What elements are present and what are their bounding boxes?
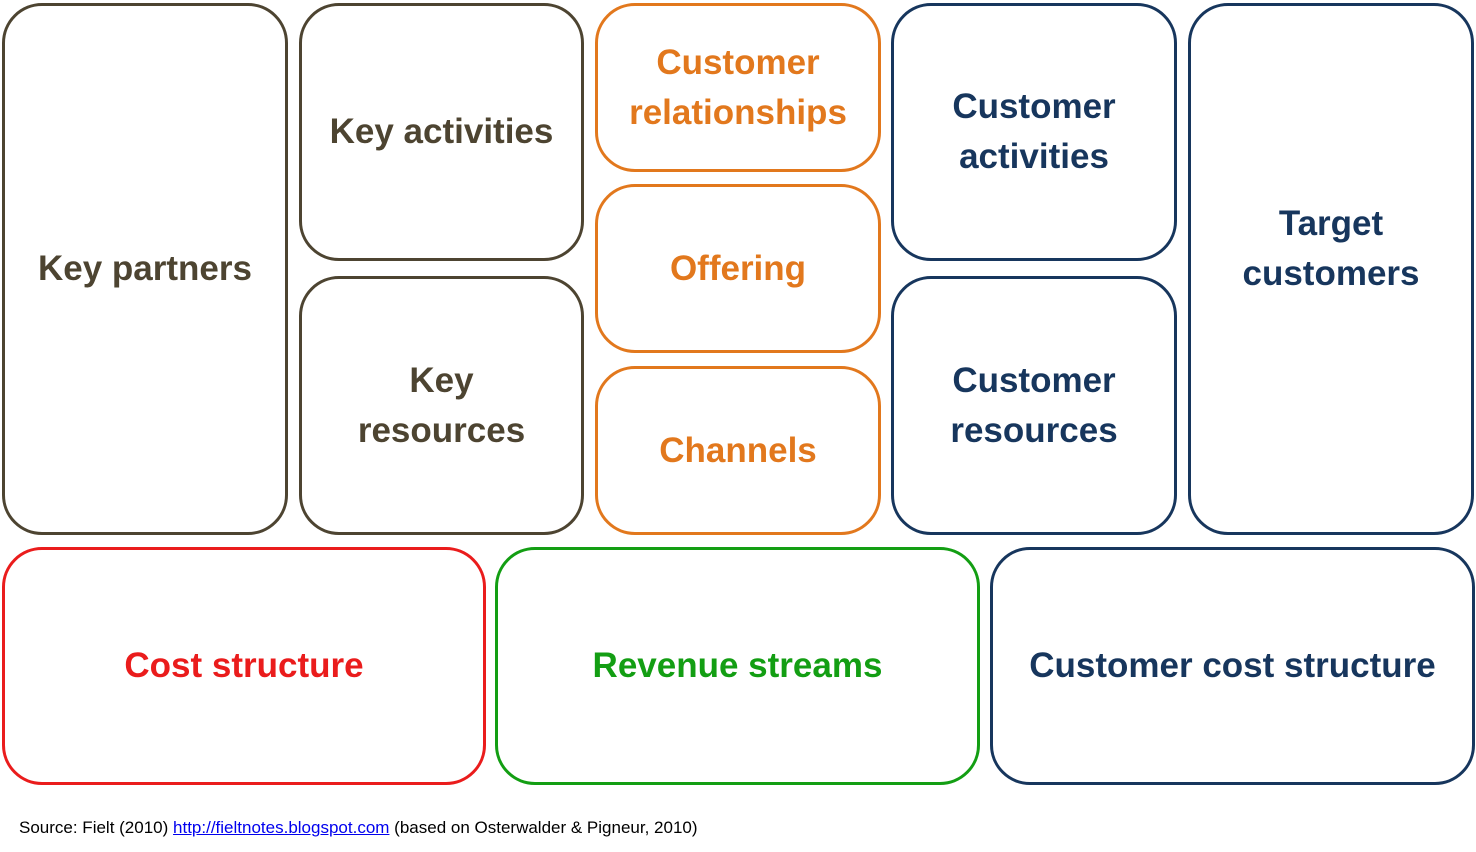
target-customers-label: Target customers [1242,204,1420,293]
source-prefix: Source: Fielt (2010) [19,818,169,837]
offering-label: Offering [669,248,807,288]
key-partners-block: Key partners [2,3,288,535]
key-partners-label: Key partners [38,249,252,288]
customer-relationships-label: Customer relationships [629,42,847,132]
source-suffix: (based on Osterwalder & Pigneur, 2010) [394,818,698,837]
source-footer: Source: Fielt (2010) http://fieltnotes.b… [19,818,698,838]
customer-cost-structure-label: Customer cost structure [1029,646,1436,685]
customer-relationships-block: Customer relationships [595,3,881,172]
channels-block: Channels [595,366,881,535]
cost-structure-block: Cost structure [2,547,486,785]
target-customers-block: Target customers [1188,3,1474,535]
key-resources-label: Key resources [357,360,526,450]
cost-structure-label: Cost structure [124,646,364,685]
customer-activities-block: Customer activities [891,3,1177,261]
source-link[interactable]: http://fieltnotes.blogspot.com [173,818,390,837]
customer-activities-label: Customer activities [952,87,1116,176]
customer-resources-block: Customer resources [891,276,1177,535]
revenue-streams-label: Revenue streams [592,646,883,685]
offering-block: Offering [595,184,881,353]
channels-label: Channels [659,430,817,470]
key-resources-block: Key resources [299,276,584,535]
key-activities-block: Key activities [299,3,584,261]
revenue-streams-block: Revenue streams [495,547,980,785]
customer-cost-structure-block: Customer cost structure [990,547,1475,785]
customer-resources-label: Customer resources [950,360,1118,450]
key-activities-label: Key activities [329,112,554,151]
